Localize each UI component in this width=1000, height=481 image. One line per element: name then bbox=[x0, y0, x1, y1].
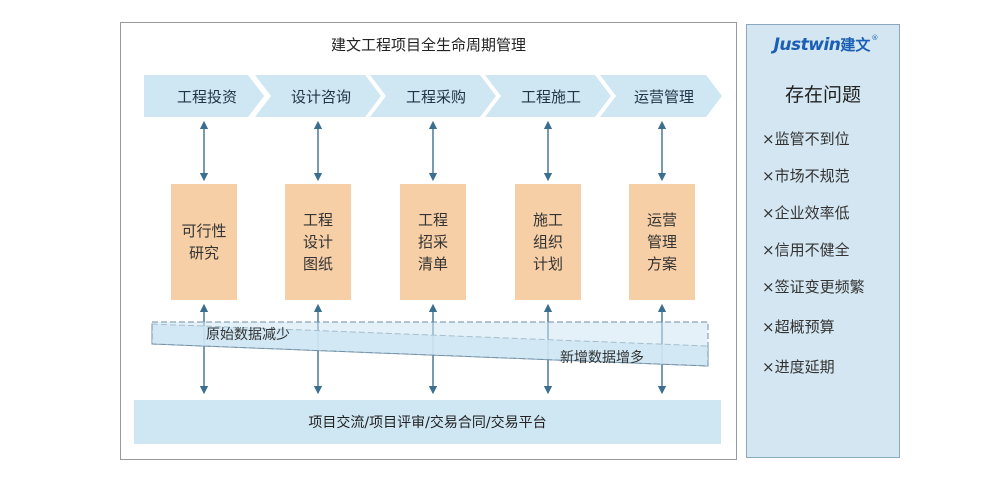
diagram-title: 建文工程项目全生命周期管理 bbox=[330, 36, 526, 54]
registered-mark: ® bbox=[871, 34, 879, 42]
stage-construction: 工程施工 bbox=[485, 75, 611, 117]
issue-item: ×进度延期 bbox=[762, 358, 835, 376]
stage-label: 工程投资 bbox=[176, 87, 237, 106]
stage-investment: 工程投资 bbox=[144, 75, 264, 117]
stage-procurement: 工程采购 bbox=[370, 75, 496, 117]
doc-operation-plan: 运营 管理 方案 bbox=[629, 184, 695, 300]
logo-latin: Justwin bbox=[773, 35, 841, 55]
stage-operation: 运营管理 bbox=[600, 75, 722, 117]
platform-bar: 项目交流/项目评审/交易合同/交易平台 bbox=[134, 400, 721, 444]
doc-construction-plan: 施工 组织 计划 bbox=[515, 184, 581, 300]
doc-label: 工程 设计 图纸 bbox=[302, 211, 333, 273]
stage-label: 工程施工 bbox=[520, 87, 581, 106]
doc-label: 工程 招采 清单 bbox=[417, 211, 448, 273]
stage-label: 工程采购 bbox=[405, 87, 466, 106]
doc-design-drawings: 工程 设计 图纸 bbox=[285, 184, 351, 300]
issue-item: ×市场不规范 bbox=[762, 167, 850, 185]
band-label-increase: 新增数据增多 bbox=[560, 350, 644, 366]
issue-item: ×签证变更频繁 bbox=[762, 278, 865, 296]
stage-design: 设计咨询 bbox=[255, 75, 381, 117]
logo-cjk: 建文 bbox=[840, 36, 871, 54]
brand-logo: Justwin 建文 ® bbox=[760, 34, 892, 56]
issue-item: ×超概预算 bbox=[762, 318, 835, 336]
issue-item: ×信用不健全 bbox=[762, 241, 850, 259]
band-label-decrease: 原始数据减少 bbox=[206, 327, 290, 343]
issue-item: ×企业效率低 bbox=[762, 204, 850, 222]
doc-procurement-list: 工程 招采 清单 bbox=[400, 184, 466, 300]
doc-label: 施工 组织 计划 bbox=[532, 211, 563, 273]
issues-panel bbox=[746, 24, 900, 458]
stage-label: 运营管理 bbox=[633, 87, 694, 106]
band-increasing bbox=[151, 321, 709, 367]
issues-title: 存在问题 bbox=[784, 84, 861, 106]
doc-feasibility-study: 可行性 研究 bbox=[171, 184, 237, 300]
doc-label: 可行性 研究 bbox=[181, 222, 227, 262]
stage-label: 设计咨询 bbox=[290, 87, 351, 106]
issue-item: ×监管不到位 bbox=[762, 130, 850, 148]
platform-label: 项目交流/项目评审/交易合同/交易平台 bbox=[308, 415, 547, 431]
doc-label: 运营 管理 方案 bbox=[646, 211, 677, 273]
